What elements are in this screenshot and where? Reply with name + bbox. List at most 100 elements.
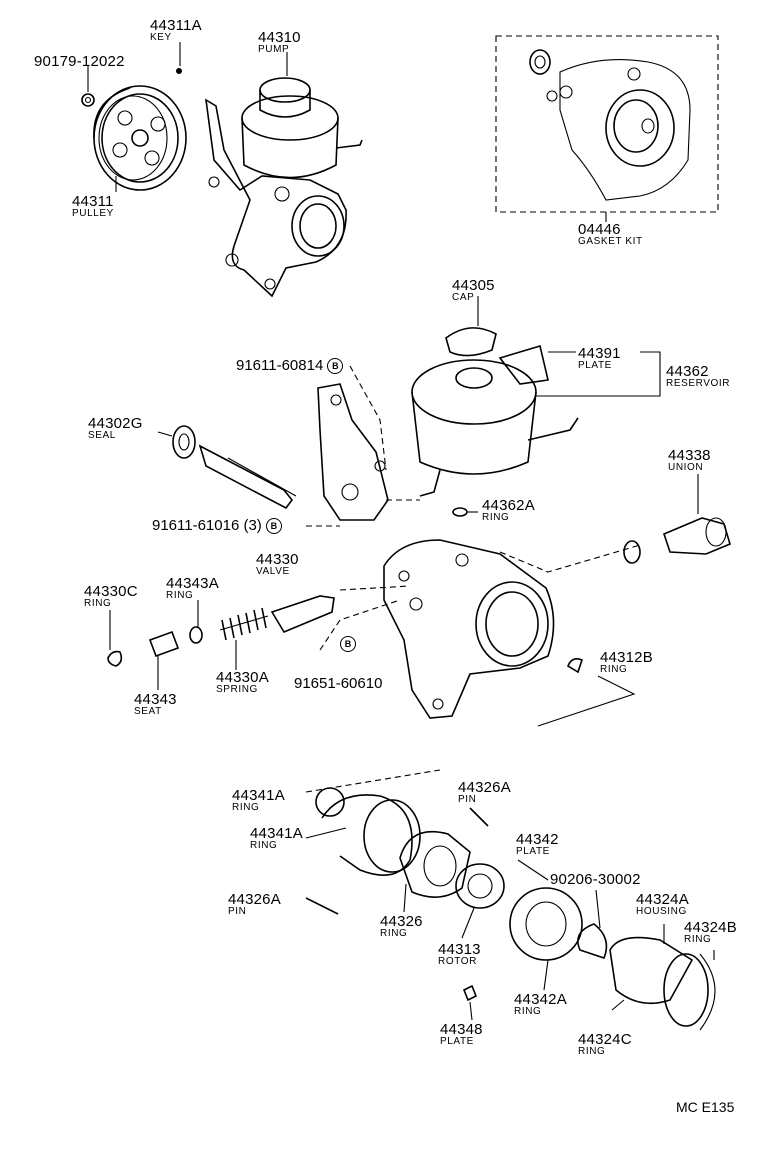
part-name: GASKET KIT <box>578 236 643 247</box>
part-number: 44342A <box>514 991 567 1008</box>
part-name: SEAL <box>88 430 116 441</box>
part-number: 44330C <box>84 583 138 600</box>
part-number: 44330 <box>256 551 299 568</box>
part-name: VALVE <box>256 566 290 577</box>
part-name: PIN <box>458 794 477 805</box>
part-name: PLATE <box>516 846 550 857</box>
gasket-kit-drawing <box>495 35 719 213</box>
callout-44326A-lower[interactable]: 44326A PIN <box>228 892 281 917</box>
callout-04446[interactable]: 04446 GASKET KIT <box>578 222 643 247</box>
bolt-number: 91611-61016 (3) <box>152 517 262 534</box>
b-marker-icon: B <box>340 636 356 652</box>
part-number: 44362A <box>482 497 535 514</box>
callout-44311[interactable]: 44311 PULLEY <box>72 194 114 219</box>
plate-drawing <box>498 344 549 385</box>
callout-44326[interactable]: 44326 RING <box>380 914 423 939</box>
reservoir-drawing <box>411 359 579 497</box>
leader-lines <box>87 42 715 1021</box>
callout-44324C[interactable]: 44324C RING <box>578 1032 632 1057</box>
callout-44362[interactable]: 44362 RESERVOIR <box>666 364 730 389</box>
callout-bolt-91651-60610[interactable]: 91651-60610 <box>294 676 382 691</box>
callout-bolt-91611-61016[interactable]: 91611-61016 (3)B <box>152 517 282 535</box>
callout-44341A-lower[interactable]: 44341A RING <box>250 826 303 851</box>
callout-44313[interactable]: 44313 ROTOR <box>438 942 481 967</box>
part-name: RING <box>514 1006 542 1017</box>
part-number: 44310 <box>258 29 301 46</box>
part-name: PIN <box>228 906 247 917</box>
part-name: PLATE <box>578 360 612 371</box>
bolt-number: 91611-60814 <box>236 357 324 374</box>
callout-44343A[interactable]: 44343A RING <box>166 576 219 601</box>
part-number: 44341A <box>232 787 285 804</box>
callout-44391[interactable]: 44391 PLATE <box>578 346 621 371</box>
part-number: 44330A <box>216 669 269 686</box>
callout-44338[interactable]: 44338 UNION <box>668 448 711 473</box>
part-name: RING <box>250 840 278 851</box>
ring-44362A-drawing <box>452 507 468 517</box>
part-number: 44338 <box>668 447 711 464</box>
part-number: 44362 <box>666 363 709 380</box>
seal-drawing <box>172 425 196 459</box>
part-number: 44343A <box>166 575 219 592</box>
ring-44330C-drawing <box>107 650 123 667</box>
union-drawing <box>663 517 731 555</box>
b-marker-icon: B <box>327 358 344 375</box>
shaft-drawing <box>198 444 297 510</box>
callout-44326A-upper[interactable]: 44326A PIN <box>458 780 511 805</box>
bracket-drawing <box>317 383 389 521</box>
pump-assembly-drawing <box>204 77 363 298</box>
part-number: 44312B <box>600 649 653 666</box>
part-number: 04446 <box>578 221 621 238</box>
part-number: 44311 <box>72 193 114 210</box>
part-number: 90206-30002 <box>550 871 641 888</box>
pulley-drawing <box>93 85 187 191</box>
pin-drawing-1 <box>469 807 489 827</box>
part-name: SEAT <box>134 706 162 717</box>
callout-44330A[interactable]: 44330A SPRING <box>216 670 269 695</box>
callout-90206-30002[interactable]: 90206-30002 <box>550 872 641 887</box>
housing-drawing <box>609 936 716 1031</box>
callout-44342A[interactable]: 44342A RING <box>514 992 567 1017</box>
part-name: UNION <box>668 462 704 473</box>
part-name: RING <box>380 928 408 939</box>
callout-44324A[interactable]: 44324A HOUSING <box>636 892 689 917</box>
part-number: 44324C <box>578 1031 632 1048</box>
part-number: 44341A <box>250 825 303 842</box>
part-number: 44348 <box>440 1021 483 1038</box>
part-name: RING <box>84 598 112 609</box>
callout-44362A[interactable]: 44362A RING <box>482 498 535 523</box>
callout-44310[interactable]: 44310 PUMP <box>258 30 301 55</box>
callout-44341A-upper[interactable]: 44341A RING <box>232 788 285 813</box>
callout-44330C[interactable]: 44330C RING <box>84 584 138 609</box>
ring-44343A-drawing <box>189 626 203 644</box>
callout-44343[interactable]: 44343 SEAT <box>134 692 177 717</box>
part-number: 44342 <box>516 831 559 848</box>
part-name: RING <box>232 802 260 813</box>
part-number: 90179-12022 <box>34 53 125 70</box>
part-name: ROTOR <box>438 956 477 967</box>
part-number: 44324B <box>684 919 737 936</box>
plate-44348-drawing <box>462 984 478 1002</box>
callout-44302G[interactable]: 44302G SEAL <box>88 416 143 441</box>
callout-44305[interactable]: 44305 CAP <box>452 278 495 303</box>
callout-44324B[interactable]: 44324B RING <box>684 920 737 945</box>
callout-44311A[interactable]: 44311A KEY <box>150 18 202 43</box>
part-name: RING <box>600 664 628 675</box>
ring-44312B-drawing <box>567 658 583 674</box>
nut-drawing <box>81 93 95 107</box>
part-name: CAP <box>452 292 475 303</box>
part-number: 44302G <box>88 415 143 432</box>
callout-90179-12022[interactable]: 90179-12022 <box>34 54 125 69</box>
callout-44312B[interactable]: 44312B RING <box>600 650 653 675</box>
valve-drawing <box>270 595 335 634</box>
part-name: KEY <box>150 32 172 43</box>
part-number: 44326A <box>458 779 511 796</box>
diagram-code: MC E135 <box>676 1099 735 1115</box>
callout-44330[interactable]: 44330 VALVE <box>256 552 299 577</box>
callout-44348[interactable]: 44348 PLATE <box>440 1022 483 1047</box>
rotor-drawing <box>455 863 505 909</box>
part-name: RESERVOIR <box>666 378 731 389</box>
callout-44342[interactable]: 44342 PLATE <box>516 832 559 857</box>
